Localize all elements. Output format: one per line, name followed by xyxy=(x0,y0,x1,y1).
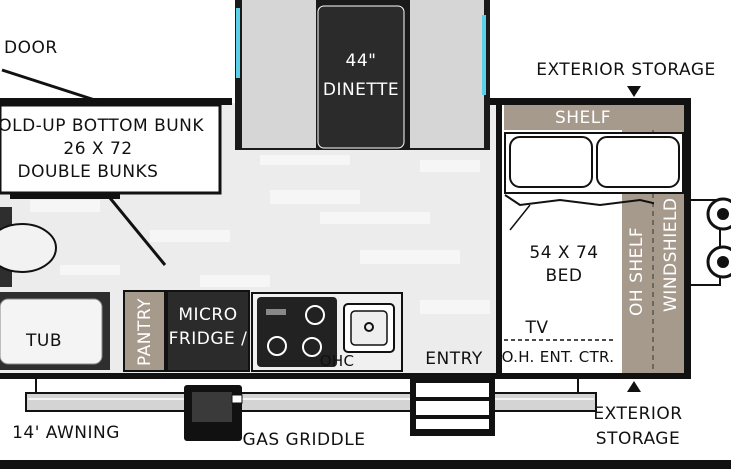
oh-ent-ctr-label: O.H. ENT. CTR. xyxy=(502,348,615,366)
ohc-label: OHC xyxy=(320,352,354,370)
kitchen-counter: OHC xyxy=(251,292,403,372)
bottom-border xyxy=(0,460,731,469)
gas-griddle xyxy=(184,385,243,441)
gas-griddle-label: GAS GRIDDLE xyxy=(243,430,366,450)
awning-label: 14' AWNING xyxy=(12,423,120,443)
micro-fridge: MICRO FRIDGE / xyxy=(166,290,250,372)
dinette-label: DINETTE xyxy=(323,80,399,100)
walls xyxy=(0,98,691,379)
awning xyxy=(25,379,597,412)
sink-icon xyxy=(364,322,374,332)
bed xyxy=(504,132,684,231)
down-arrow-icon xyxy=(627,86,641,97)
shelf-strip xyxy=(504,105,684,130)
wheels-icon xyxy=(689,197,731,286)
entry-steps xyxy=(410,376,495,436)
pantry: PANTRY xyxy=(123,290,166,372)
oh-shelf-label: OH SHELF xyxy=(627,227,647,316)
door-swing xyxy=(1,68,167,266)
bunk-label-line2: 26 X 72 xyxy=(63,139,132,159)
dinette: 44" DINETTE xyxy=(235,0,490,150)
tub: TUB xyxy=(0,292,110,370)
bunk-area: FOLD-UP BOTTOM BUNK 26 X 72 DOUBLE BUNKS xyxy=(0,103,222,195)
fridge-label: FRIDGE / xyxy=(169,329,248,349)
entry-label: ENTRY xyxy=(425,349,483,369)
floor-planks xyxy=(30,155,490,314)
bed-size-label: 54 X 74 xyxy=(529,243,598,263)
dinette-size-label: 44" xyxy=(346,51,377,71)
bedroom: SHELF 54 X 74 BED OH SHELF WINDSHIELD TV… xyxy=(502,105,684,373)
exterior-label: EXTERIOR xyxy=(593,404,682,424)
up-arrow-icon xyxy=(627,381,641,392)
tv-label: TV xyxy=(524,318,548,338)
pantry-label: PANTRY xyxy=(135,298,155,366)
micro-label: MICRO xyxy=(178,305,237,325)
bunk-label-line3: DOUBLE BUNKS xyxy=(18,162,159,182)
stove-burners-icon xyxy=(267,305,325,357)
storage-label: STORAGE xyxy=(596,429,680,449)
toilet xyxy=(0,207,57,287)
tub-label: TUB xyxy=(25,331,62,351)
exterior-storage-top-label: EXTERIOR STORAGE xyxy=(536,60,716,80)
bunk-label-line1: FOLD-UP BOTTOM BUNK xyxy=(0,116,204,136)
door-label: DOOR xyxy=(4,38,58,58)
shelf-label: SHELF xyxy=(555,108,611,128)
bed-label: BED xyxy=(546,266,583,286)
windshield-label: WINDSHIELD xyxy=(661,197,681,312)
